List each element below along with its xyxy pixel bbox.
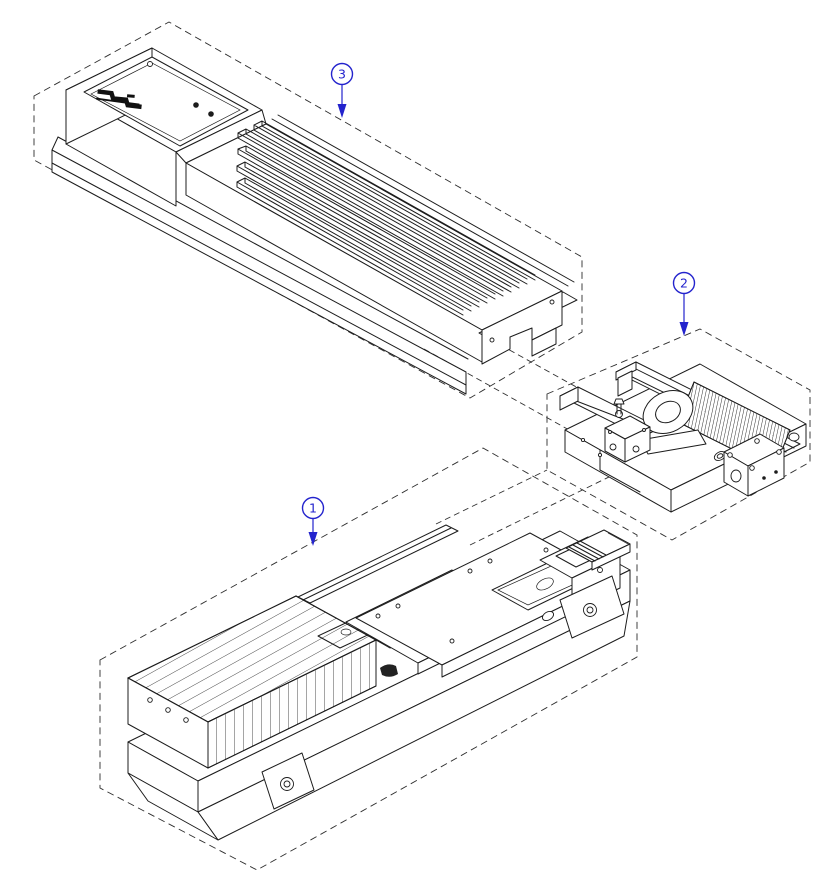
part2-adjust-bolt: [613, 398, 625, 418]
part3-base-flange: [51, 136, 469, 395]
part3-t-slot-table: [185, 114, 578, 365]
part3-end-cap: [478, 290, 578, 365]
bounding-boxes: [33, 21, 811, 871]
callout-1-number: 1: [309, 501, 317, 516]
callout-1-balloon: [301, 496, 325, 520]
part2-gearbox: [604, 398, 651, 463]
callout-3-balloon: [330, 62, 354, 86]
callout-2-balloon: [672, 271, 696, 295]
part-3-t-slot-table-slide: [51, 47, 578, 395]
trail-part2-to-part1-b: [435, 469, 548, 525]
part2-roller-bearing: [639, 390, 707, 455]
t-slot-rails: [236, 120, 536, 316]
part1-mounting-foot-left: [261, 752, 315, 810]
callout-2-number: 2: [680, 276, 688, 291]
callout-1: 1: [301, 496, 325, 546]
callout-3-arrowhead: [337, 104, 347, 118]
part1-stepper-motor: [555, 529, 631, 571]
part2-motor-mount-bracket: [723, 433, 785, 497]
brand-logo-mark: [95, 89, 142, 110]
part3-cover-plate: [83, 56, 249, 147]
callout-3-number: 3: [338, 67, 346, 82]
part-2-cross-slide-saddle: [559, 361, 807, 513]
part1-mounting-foot-right: [541, 575, 625, 639]
bounding-box-part-3: [33, 21, 583, 399]
plate-hole: [208, 111, 214, 117]
bellows-end-fitting: [788, 432, 800, 442]
part-1-base-linear-stage: [126, 524, 631, 841]
plate-hole: [193, 102, 199, 108]
bounding-box-part-2: [546, 328, 811, 541]
callout-2: 2: [672, 271, 696, 336]
bounding-box-part-1: [99, 447, 638, 871]
part1-bellows: [126, 595, 378, 769]
part3-end-tab: [531, 327, 557, 357]
part3-motor-block: [65, 47, 263, 207]
callout-2-arrowhead: [679, 322, 689, 336]
carriage-latch: [380, 664, 398, 677]
callout-3: 3: [330, 62, 354, 118]
callout-1-arrowhead: [308, 532, 318, 546]
part2-riser-block: [617, 370, 633, 397]
